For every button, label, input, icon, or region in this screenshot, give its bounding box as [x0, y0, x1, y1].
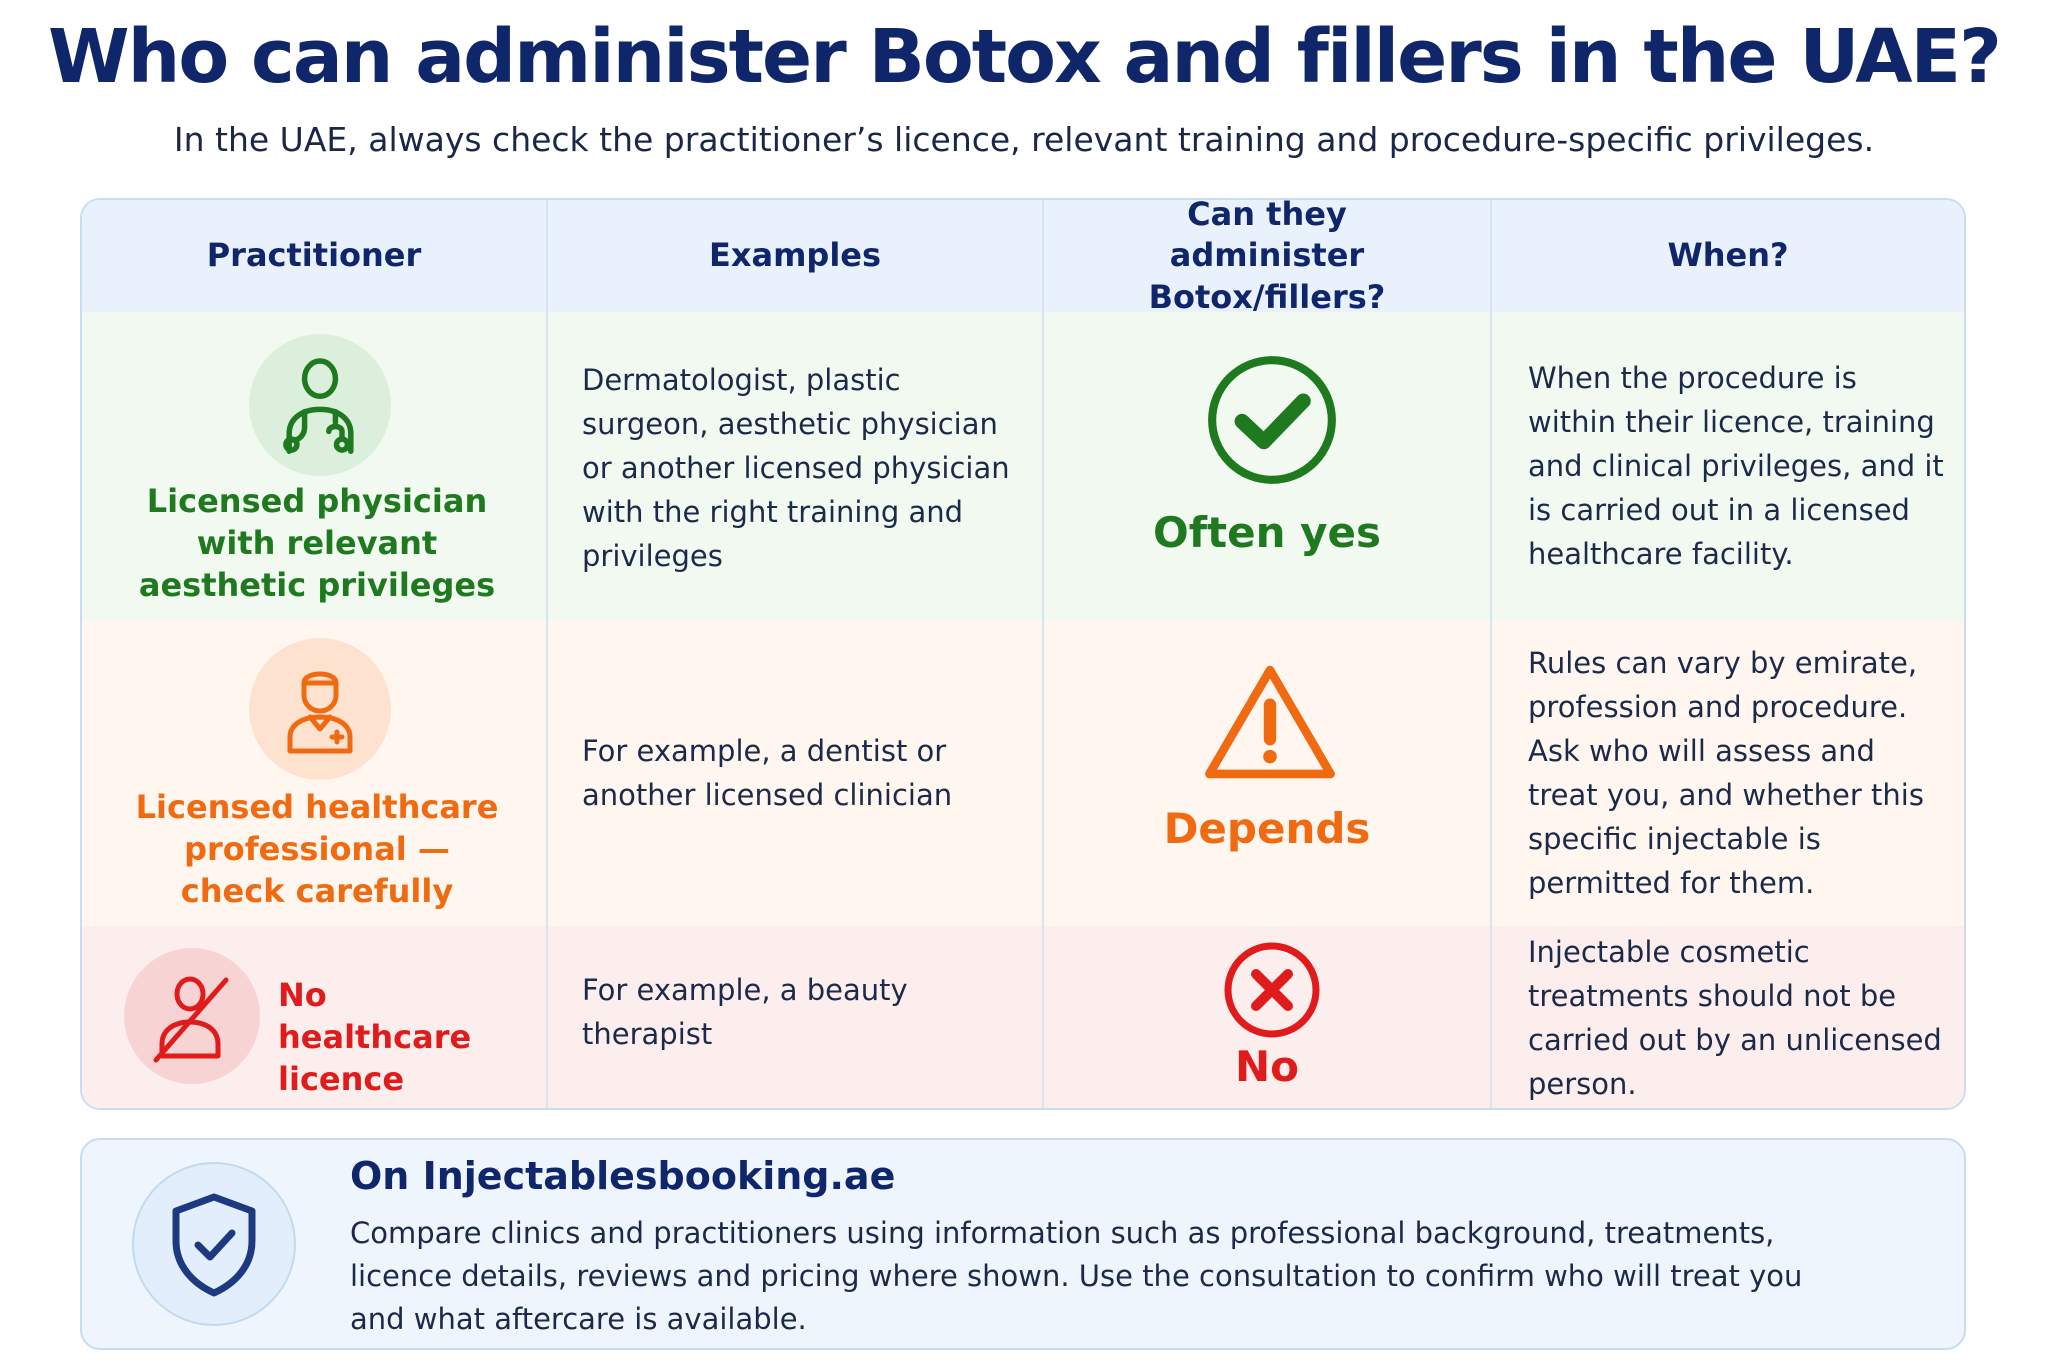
- practitioner-cell: Licensed physician with relevant aesthet…: [82, 312, 548, 620]
- doctor-stethoscope-icon: [249, 334, 391, 476]
- verdict-cell: No: [1044, 926, 1492, 1108]
- healthcare-worker-icon: [249, 638, 391, 780]
- practitioner-table: Practitioner Examples Can they administe…: [80, 198, 1966, 1110]
- table-row-physician: Licensed physician with relevant aesthet…: [82, 312, 1964, 622]
- warning-triangle-icon: [1202, 660, 1338, 788]
- page-title: Who can administer Botox and fillers in …: [48, 14, 2002, 100]
- footer-panel: On Injectablesbooking.ae Compare clinics…: [80, 1138, 1966, 1350]
- verdict-label: No: [1234, 1042, 1299, 1091]
- verdict-label: Depends: [1163, 804, 1371, 853]
- verdict-label: Often yes: [1153, 508, 1381, 557]
- practitioner-cell: No healthcare licence: [82, 926, 548, 1108]
- header-practitioner: Practitioner: [82, 200, 548, 312]
- examples-cell: For example, a dentist or another licens…: [548, 620, 1044, 926]
- when-cell: Rules can vary by emirate, profession an…: [1528, 646, 1924, 900]
- examples-cell: Dermatologist, plastic surgeon, aestheti…: [548, 312, 1044, 620]
- footer-title: On Injectablesbooking.ae: [350, 1154, 896, 1198]
- practitioner-label: Licensed physician with relevant aesthet…: [138, 482, 496, 604]
- verdict-cell: Often yes: [1044, 312, 1492, 620]
- examples-cell: For example, a beauty therapist: [548, 926, 1044, 1108]
- page-subtitle: In the UAE, always check the practitione…: [173, 120, 1875, 159]
- header-examples: Examples: [548, 200, 1044, 312]
- table-row-no-licence: No healthcare licence For example, a bea…: [82, 926, 1964, 1108]
- header-when: When?: [1667, 236, 1789, 275]
- table-row-healthcare-professional: Licensed healthcare professional — check…: [82, 620, 1964, 928]
- x-circle-icon: [1222, 940, 1322, 1044]
- when-cell: When the procedure is within their licen…: [1528, 361, 1944, 571]
- verdict-cell: Depends: [1044, 620, 1492, 926]
- practitioner-cell: Licensed healthcare professional — check…: [82, 620, 548, 926]
- check-circle-icon: [1204, 352, 1340, 492]
- when-cell: Injectable cosmetic treatments should no…: [1528, 935, 1942, 1101]
- header-can-administer: Can they administer Botox/fillers?: [1044, 200, 1492, 316]
- practitioner-label: Licensed healthcare professional — check…: [135, 788, 499, 910]
- practitioner-label: No healthcare licence: [278, 976, 472, 1098]
- unlicensed-person-icon: [124, 948, 260, 1084]
- shield-check-icon: [132, 1162, 296, 1326]
- footer-text: Compare clinics and practitioners using …: [350, 1216, 1803, 1336]
- table-header-row: Practitioner Examples Can they administe…: [82, 200, 1964, 316]
